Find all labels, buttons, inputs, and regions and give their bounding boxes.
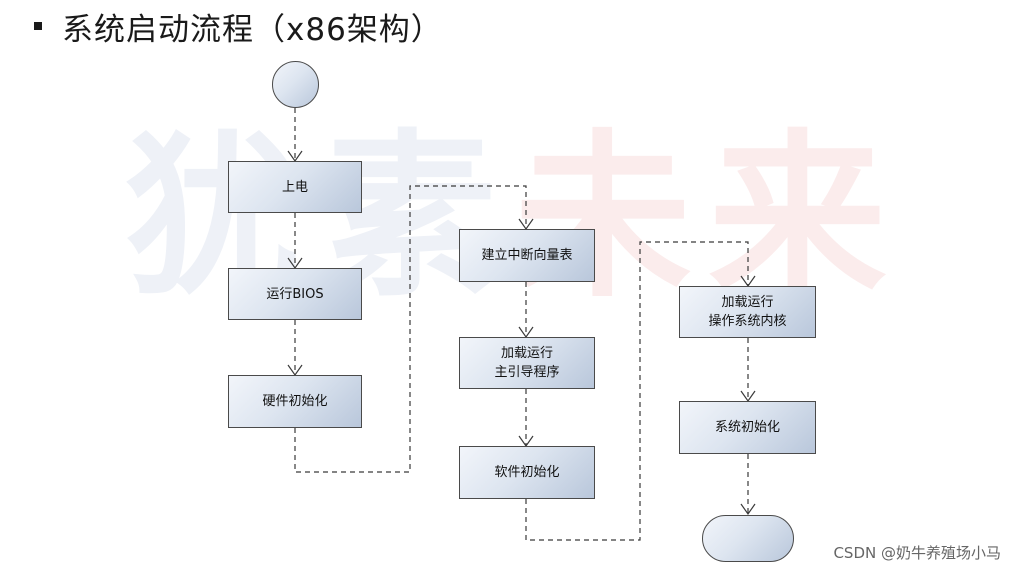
node-build-interrupt-vector-table: 建立中断向量表	[459, 229, 595, 282]
edge-hwinit-to-ivt	[294, 185, 527, 473]
node-hardware-init: 硬件初始化	[228, 375, 362, 428]
bullet-icon	[34, 22, 42, 30]
node-power-on: 上电	[228, 161, 362, 213]
start-node	[272, 61, 319, 108]
page-title: 系统启动流程（x86架构）	[34, 4, 443, 48]
node-load-bootloader: 加载运行 主引导程序	[459, 337, 595, 389]
end-node	[702, 515, 794, 562]
page-title-text: 系统启动流程（x86架构）	[62, 11, 443, 48]
node-system-init: 系统初始化	[679, 401, 816, 454]
node-run-bios: 运行BIOS	[228, 268, 362, 320]
node-software-init: 软件初始化	[459, 446, 595, 499]
watermark: 犹 素 未 来	[115, 118, 915, 318]
credit-watermark: CSDN @奶牛养殖场小马	[833, 544, 1001, 562]
watermark-char-4: 来	[708, 114, 887, 321]
arrowhead	[740, 503, 756, 516]
node-load-kernel: 加载运行 操作系统内核	[679, 286, 816, 338]
edge-swinit-to-kernel	[525, 241, 749, 541]
watermark-char-3: 未	[513, 114, 692, 321]
